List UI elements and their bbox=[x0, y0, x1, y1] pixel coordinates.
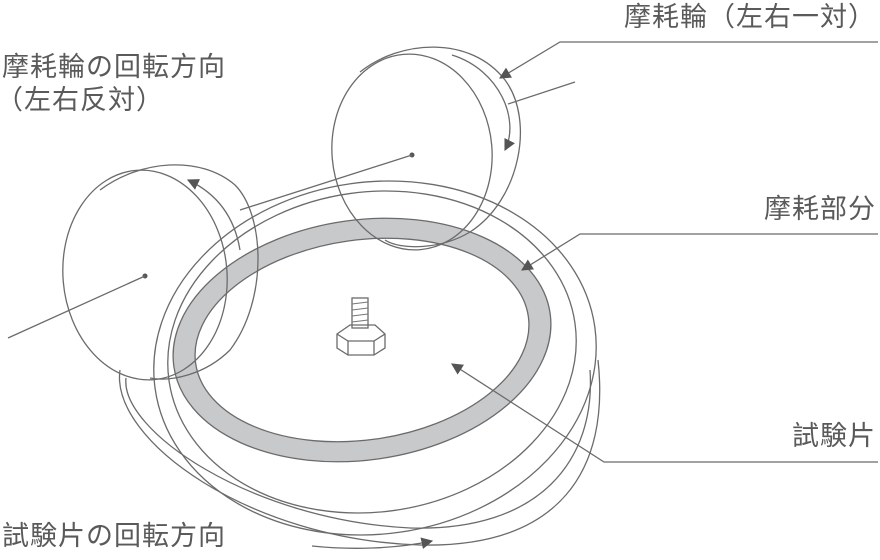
turntable-top bbox=[153, 180, 597, 536]
leader-wheel-pair bbox=[498, 41, 878, 79]
abrasion-wheel-right bbox=[331, 46, 576, 251]
left-axle-outer bbox=[7, 275, 146, 339]
center-bolt bbox=[336, 297, 386, 356]
label-wheel-rotation-line1: 摩耗輪の回転方向 bbox=[2, 52, 226, 83]
leader-worn-area bbox=[521, 233, 878, 271]
abrasion-wheel-left bbox=[7, 154, 413, 381]
left-wheel-rotation-arrow bbox=[186, 179, 241, 251]
specimen-rotation-arrow bbox=[311, 537, 434, 549]
specimen-holder-ring bbox=[167, 190, 577, 514]
axle-connector bbox=[239, 154, 413, 211]
turntable-base bbox=[118, 359, 601, 546]
right-axle bbox=[507, 81, 576, 105]
label-specimen-rotation: 試験片の回転方向 bbox=[2, 521, 226, 552]
specimen-disk bbox=[172, 217, 552, 463]
specimen-surface bbox=[194, 237, 530, 443]
label-worn-area: 摩耗部分 bbox=[764, 194, 876, 225]
label-wheel-rotation: 摩耗輪の回転方向 （左右反対） bbox=[0, 52, 226, 118]
label-wheel-pair: 摩耗輪（左右一対） bbox=[624, 2, 876, 33]
right-wheel-rotation-arrow bbox=[451, 54, 515, 152]
label-wheel-rotation-line2: （左右反対） bbox=[0, 84, 164, 116]
leader-specimen bbox=[451, 363, 878, 463]
label-specimen: 試験片 bbox=[792, 421, 876, 452]
